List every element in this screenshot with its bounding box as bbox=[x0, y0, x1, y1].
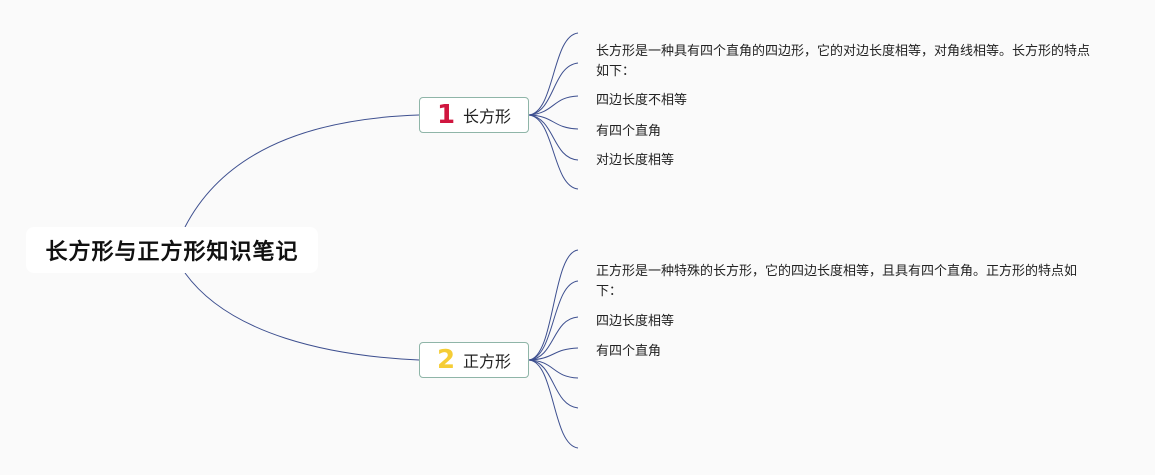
connector-branch-2-leaf-1 bbox=[528, 249, 579, 361]
connector-branch-2-leaf-4 bbox=[528, 347, 579, 361]
connector-branch-1-leaf-5 bbox=[528, 114, 579, 161]
priority-1-icon: 1 bbox=[436, 100, 456, 130]
leaf-square-definition[interactable]: 正方形是一种特殊的长方形，它的四边长度相等，且具有四个直角。正方形的特点如下： bbox=[596, 262, 1096, 302]
branch-topic-rectangle[interactable]: 1 长方形 bbox=[419, 97, 529, 133]
branch-topic-label: 长方形 bbox=[463, 107, 512, 126]
root-topic-title: 长方形与正方形知识笔记 bbox=[45, 240, 299, 265]
leaf-rectangle-point-3[interactable]: 对边长度相等 bbox=[596, 151, 1096, 171]
connector-branch-2-leaf-2 bbox=[528, 280, 579, 361]
root-topic[interactable]: 长方形与正方形知识笔记 bbox=[26, 227, 318, 273]
leaf-square-point-1[interactable]: 四边长度相等 bbox=[596, 312, 1096, 332]
connector-root-branch-2 bbox=[184, 272, 420, 361]
branch-topic-label: 正方形 bbox=[463, 352, 512, 371]
leaf-square-point-2[interactable]: 有四个直角 bbox=[596, 342, 1096, 362]
connector-branch-2-leaf-5 bbox=[528, 359, 579, 379]
connector-branch-1-leaf-2 bbox=[528, 62, 579, 116]
leaf-rectangle-definition[interactable]: 长方形是一种具有四个直角的四边形，它的对边长度相等，对角线相等。长方形的特点如下… bbox=[596, 42, 1096, 82]
priority-2-icon: 2 bbox=[436, 345, 456, 375]
connector-branch-1-leaf-4 bbox=[528, 114, 579, 130]
branch-topic-square[interactable]: 2 正方形 bbox=[419, 342, 529, 378]
connector-branch-1-leaf-3 bbox=[528, 95, 579, 116]
connector-branch-2-leaf-7 bbox=[528, 359, 579, 449]
connector-branch-1-leaf-6 bbox=[528, 114, 579, 190]
leaf-rectangle-point-2[interactable]: 有四个直角 bbox=[596, 122, 1096, 142]
connector-branch-1-leaf-1 bbox=[528, 32, 579, 116]
connector-branch-2-leaf-6 bbox=[528, 359, 579, 409]
connector-branch-2-leaf-3 bbox=[528, 316, 579, 361]
connector-root-branch-1 bbox=[184, 114, 420, 228]
leaf-rectangle-point-1[interactable]: 四边长度不相等 bbox=[596, 91, 1096, 111]
